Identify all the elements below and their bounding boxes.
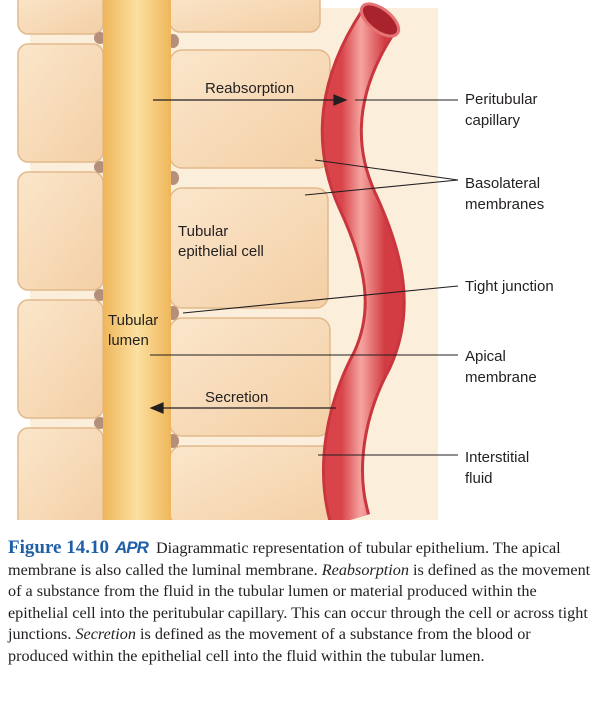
right-cell — [169, 445, 336, 520]
caption-term-reabsorption: Reabsorption — [321, 560, 409, 579]
arrows — [149, 94, 348, 414]
tubular-lumen — [103, 0, 171, 520]
left-cell-column — [17, 0, 104, 520]
tubular-lumen-label: Tubular lumen — [108, 312, 162, 349]
caption-text-1: The apical membrane is also called the l… — [8, 539, 561, 579]
left-cell — [17, 171, 104, 291]
reabsorption-arrowhead — [333, 94, 348, 106]
left-cell — [17, 0, 104, 35]
right-cell — [169, 49, 331, 169]
apical-membrane-label: Apical membrane — [465, 348, 537, 386]
reabsorption-label: Reabsorption — [205, 80, 294, 97]
figure-caption: Figure 14.10 APR Diagrammatic representa… — [8, 537, 592, 667]
caption-text-2: is defined as the movement of a substanc… — [8, 560, 591, 644]
leader-lines — [150, 99, 459, 456]
interstitial-fluid-label: Interstitial fluid — [465, 449, 533, 487]
left-cell — [17, 427, 104, 520]
left-cell — [17, 43, 104, 163]
tight-junction-label: Tight junction — [465, 278, 554, 295]
tubular-epithelium-diagram: Reabsorption Tubular epithelial cell Tub… — [17, 0, 554, 520]
secretion-arrowhead — [149, 402, 164, 414]
basolateral-membranes-label: Basolateral membranes — [465, 175, 544, 213]
peritubular-capillary — [320, 2, 406, 520]
caption-title: Diagrammatic representation of tubular e… — [155, 539, 490, 557]
apr-badge-icon: APR — [115, 538, 149, 557]
right-cell — [169, 317, 331, 437]
left-cell — [17, 299, 104, 419]
figure-number: Figure 14.10 — [8, 537, 109, 558]
tubular-epithelial-cell-label: Tubular epithelial cell — [178, 223, 264, 260]
peritubular-capillary-label: Peritubular capillary — [465, 91, 542, 129]
caption-text-3: is defined as the movement of a substanc… — [8, 625, 531, 665]
secretion-label: Secretion — [205, 389, 268, 406]
right-cell — [169, 0, 321, 33]
capillary-opening — [359, 2, 401, 38]
right-cell-column — [169, 0, 336, 520]
caption-term-secretion: Secretion — [75, 625, 136, 643]
